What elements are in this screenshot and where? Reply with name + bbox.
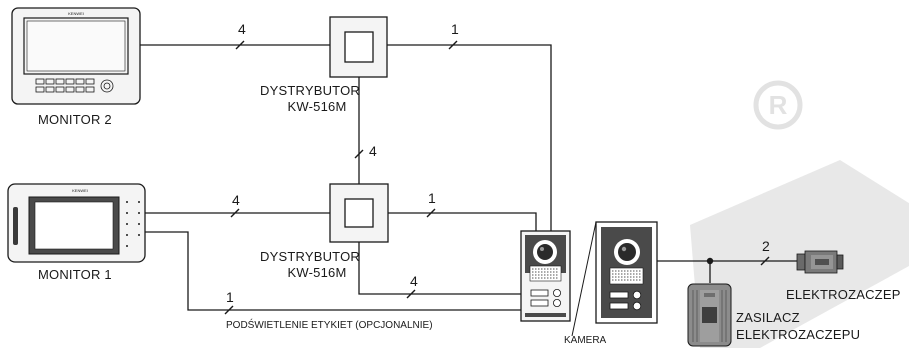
camera-speaker (529, 265, 562, 282)
camera-unit-lens (618, 243, 636, 261)
monitor-1-buttons (126, 201, 140, 247)
power-supply (687, 283, 732, 347)
wire-count-monitor1-dist-bottom: 4 (232, 192, 240, 208)
wire-count-dist-bottom-camera: 1 (428, 190, 436, 206)
tick-camera-strike (760, 256, 770, 266)
tick-dist-top-dist-bottom (354, 149, 364, 159)
wire-count-dist-top-camera: 1 (451, 21, 459, 37)
monitor-2-screen-inner (26, 20, 126, 72)
junction-dot (706, 257, 714, 265)
door-strike-label: ELEKTROZACZEP (786, 287, 901, 302)
distributor-bottom-label-line1: DYSTRYBUTOR (260, 249, 360, 264)
monitor-1-label: MONITOR 1 (38, 267, 112, 282)
distributor-top-label-line1: DYSTRYBUTOR (260, 83, 360, 98)
door-strike (796, 250, 844, 274)
monitor-1-brand: KENWEI (72, 188, 88, 193)
wire-dist-bottom-camera (388, 212, 537, 232)
wire-count-camera-strike: 2 (762, 238, 770, 254)
monitor-2-brand: KENWEI (68, 11, 84, 16)
door-strike-end (796, 253, 806, 271)
wire-count-dist-bottom-lower-camera: 4 (410, 273, 418, 289)
backlight-note: PODŚWIETLENIE ETYKIET (OPCJONALNIE) (226, 320, 433, 331)
camera-lens (537, 244, 553, 260)
camera-unit-speaker-grid (612, 270, 641, 281)
camera-unit-label-2 (609, 302, 629, 310)
tick-monitor2-dist-top (235, 40, 245, 50)
monitor-1-screen-inner (34, 201, 114, 250)
wire-ticks (224, 40, 770, 315)
camera-button-1 (553, 288, 562, 297)
camera-unit-label-1 (609, 291, 629, 299)
camera-unit-button-2 (632, 301, 642, 311)
monitor-2-keypad (35, 78, 114, 93)
camera-label: KAMERA (564, 335, 607, 346)
door-strike-slot (815, 259, 829, 265)
distributor-bottom-label-line2: KW-516M (287, 265, 347, 280)
tick-monitor1-dist-bottom (230, 208, 240, 218)
wire-dist-bottom-lower-camera (358, 242, 521, 295)
door-strike-tip (836, 254, 844, 270)
distributor-bottom-inner (344, 198, 374, 228)
camera-panel-foot (525, 313, 566, 317)
monitor-1-side-strip (13, 207, 18, 245)
monitor-2-label: MONITOR 2 (38, 112, 112, 127)
distributor-top-label-line2: KW-516M (287, 99, 347, 114)
camera-button-2 (553, 298, 562, 307)
distributor-top-inner (344, 31, 374, 63)
registered-trademark-icon: R (753, 80, 803, 130)
power-supply-window (702, 307, 717, 323)
distributor-bottom (329, 183, 389, 243)
tick-dist-top-camera (448, 40, 458, 50)
monitor-2: KENWEI (11, 7, 141, 105)
wire-dist-top-camera (387, 44, 552, 232)
camera-unit (595, 221, 658, 324)
wire-count-backlight: 1 (226, 289, 234, 305)
camera-unit-speaker (609, 267, 644, 285)
divider-line (571, 221, 597, 337)
monitor-2-screen (23, 17, 129, 75)
camera-unit-lens-glint (621, 246, 627, 252)
wire-count-dist-top-dist-bottom: 4 (369, 143, 377, 159)
camera-speaker-grid (532, 268, 559, 279)
camera-label-2 (530, 299, 549, 307)
power-supply-top-slot (704, 293, 715, 297)
distributor-top (329, 16, 388, 78)
power-supply-ribs (692, 290, 727, 342)
monitor-1: KENWEI (7, 183, 146, 263)
camera-label-1 (530, 289, 549, 297)
wires (140, 44, 797, 337)
camera-lens-glint (540, 247, 544, 251)
power-supply-label-line1: ZASILACZ (736, 310, 800, 325)
svg-text:R: R (769, 90, 788, 120)
wire-backlight (145, 231, 521, 311)
power-supply-label-line2: ELEKTROZACZEPU (736, 327, 861, 342)
tick-backlight (224, 305, 234, 315)
camera-unit-button-1 (632, 290, 642, 300)
camera-panel (520, 230, 571, 322)
wire-count-monitor2-dist-top: 4 (238, 21, 246, 37)
tick-dist-bottom-lower-camera (406, 289, 416, 299)
tick-dist-bottom-camera (426, 208, 436, 218)
